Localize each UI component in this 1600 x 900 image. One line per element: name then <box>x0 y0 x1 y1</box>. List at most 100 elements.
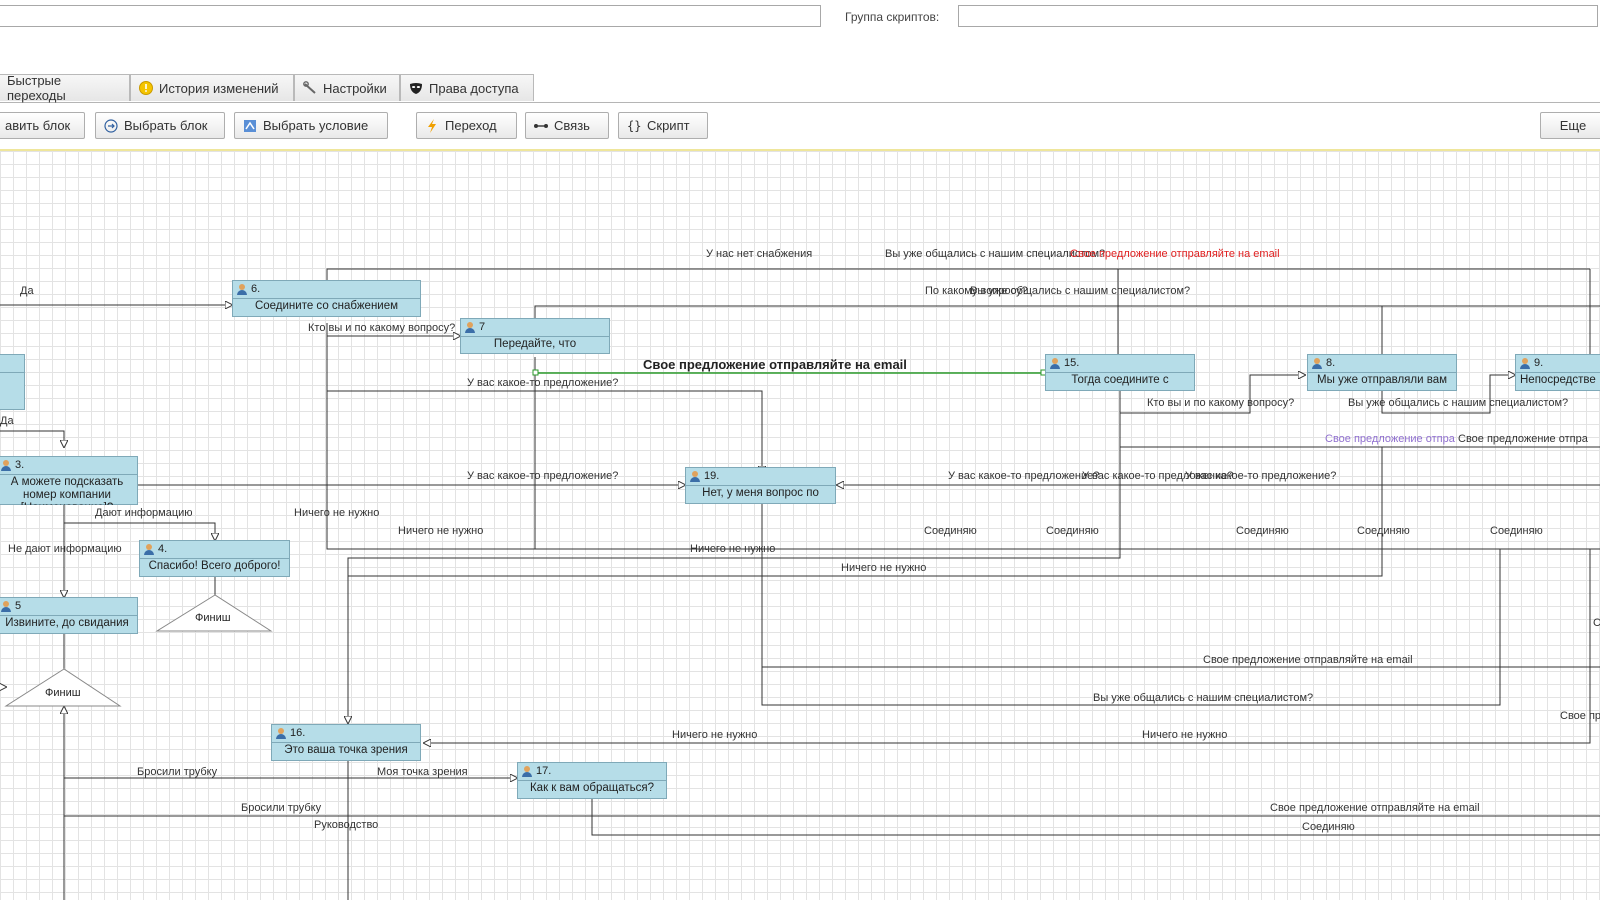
script-name-input[interactable] <box>0 5 821 27</box>
wrench-icon <box>303 81 317 95</box>
edge-label: Вы уже общались с нашим специалистом? <box>1093 692 1314 704</box>
edge-label: С <box>1593 617 1600 629</box>
link-icon <box>534 119 548 133</box>
block-17[interactable]: 17. Как к вам обращаться? <box>517 762 667 799</box>
block-4[interactable]: 4. Спасибо! Всего доброго! <box>139 540 290 577</box>
person-icon <box>1 459 11 471</box>
edge-label: Ничего не нужно <box>1142 729 1228 741</box>
tab-label: Быстрые переходы <box>7 73 66 103</box>
edge-label: Дают информацию <box>95 507 193 519</box>
block-16[interactable]: 16. Это ваша точка зрения <box>271 724 421 761</box>
finish-label-1: Финиш <box>195 612 231 624</box>
block-5[interactable]: 5 Извините, до свидания <box>0 597 138 634</box>
edge-label: Вы уже общались с нашим специалистом? <box>885 248 1106 260</box>
block-left-stub[interactable] <box>0 354 25 410</box>
select-block-label: Выбрать блок <box>124 118 208 133</box>
link-button[interactable]: Связь <box>525 112 609 139</box>
edge-label: Моя точка зрения <box>377 766 468 778</box>
add-block-button[interactable]: авить блок <box>0 112 85 139</box>
edge-label: Соединяю <box>1357 525 1410 537</box>
tab-label: Права доступа <box>429 80 519 96</box>
more-label: Еще <box>1559 118 1587 133</box>
tab-access-rights[interactable]: Права доступа <box>400 74 534 101</box>
link-label: Связь <box>554 118 590 133</box>
braces-icon: {} <box>627 118 642 133</box>
warning-icon <box>139 81 153 95</box>
transition-button[interactable]: Переход <box>416 112 517 139</box>
block-number: 9. <box>1534 357 1544 369</box>
block-text: Как к вам обращаться? <box>529 782 655 794</box>
script-label: Скрипт <box>647 118 690 133</box>
edge-label: Бросили трубку <box>137 766 218 778</box>
select-condition-button[interactable]: Выбрать условие <box>234 112 388 139</box>
edge-label: Соединяю <box>1490 525 1543 537</box>
edge-label: Да <box>20 285 34 297</box>
person-icon <box>1050 357 1060 369</box>
block-text: Спасибо! Всего доброго! <box>148 560 281 572</box>
block-8[interactable]: 8. Мы уже отправляли вам <box>1307 354 1457 391</box>
edge-label: Свое предложение отправляйте на email <box>1203 654 1413 666</box>
person-icon <box>276 727 286 739</box>
tab-label: Настройки <box>323 80 387 96</box>
tab-change-history[interactable]: История изменений <box>130 74 294 101</box>
toolbar: авить блок Выбрать блок Выбрать условие … <box>0 103 1600 151</box>
block-6[interactable]: 6. Соедините со снабжением <box>232 280 421 317</box>
block-number: 4. <box>158 543 168 555</box>
tab-quick-transitions[interactable]: Быстрые переходы <box>0 73 130 103</box>
person-icon <box>1520 357 1530 369</box>
select-block-button[interactable]: Выбрать блок <box>95 112 225 139</box>
condition-icon <box>243 119 257 133</box>
block-number: 8. <box>1326 357 1336 369</box>
script-group-input[interactable] <box>958 5 1598 27</box>
edge-label: Кто вы и по какому вопросу? <box>1147 397 1295 409</box>
mask-icon <box>409 81 423 95</box>
edge-label: У вас какое-то предложение? <box>1082 470 1234 482</box>
edge-label: По какому вопросу? <box>925 285 1028 297</box>
block-number: 3. <box>15 459 25 471</box>
edge-label: Руководство <box>314 819 379 831</box>
block-text: Мы уже отправляли вам <box>1316 374 1448 386</box>
block-7[interactable]: 7 Передайте, что <box>460 318 610 354</box>
more-button[interactable]: Еще <box>1540 112 1600 139</box>
edge-label: Ничего не нужно <box>841 562 927 574</box>
block-text: Соедините со снабжением <box>254 300 399 312</box>
lightning-icon <box>425 118 439 133</box>
person-icon <box>237 283 247 295</box>
person-icon <box>1312 357 1322 369</box>
edge-label: Ничего не нужно <box>398 525 484 537</box>
tab-settings[interactable]: Настройки <box>294 74 400 101</box>
edge-label: Свое предложение отпра <box>1458 433 1588 445</box>
block-text: Непосредстве <box>1520 374 1596 386</box>
tab-bar: Быстрые переходы История изменений Настр… <box>0 73 1600 103</box>
block-text: А можете подсказать номер компании [Наим… <box>10 476 124 505</box>
person-icon <box>465 321 475 333</box>
transition-label: Переход <box>445 118 497 133</box>
select-condition-label: Выбрать условие <box>263 118 369 133</box>
block-number: 15. <box>1064 357 1080 369</box>
edge-label: Свое предложение отправляйте на email <box>1270 802 1480 814</box>
block-19[interactable]: 19. Нет, у меня вопрос по <box>685 467 836 504</box>
block-number: 17. <box>536 765 552 777</box>
edge-label: Соединяю <box>1236 525 1289 537</box>
script-diagram-canvas[interactable]: 6. Соедините со снабжением 7 Передайте, … <box>0 151 1600 900</box>
block-text: Передайте, что <box>493 338 577 350</box>
edge-label: Ничего не нужно <box>672 729 758 741</box>
script-button[interactable]: {} Скрипт <box>618 112 708 139</box>
edge-label: Ничего не нужно <box>690 543 776 555</box>
block-number: 16. <box>290 727 306 739</box>
finish-label-2: Финиш <box>45 687 81 699</box>
block-9[interactable]: 9. Непосредстве <box>1515 354 1600 391</box>
edge-label: У вас какое-то предложение? <box>948 470 1100 482</box>
block-15[interactable]: 15. Тогда соедините с <box>1045 354 1195 391</box>
finish-shape-2 <box>4 668 122 707</box>
person-icon <box>690 470 700 482</box>
edge-label: Свое пр <box>1560 710 1600 722</box>
edge-label: У вас какое-то предложение? <box>467 377 619 389</box>
add-block-label: авить блок <box>5 118 71 133</box>
block-3[interactable]: 3. А можете подсказать номер компании [Н… <box>0 456 138 505</box>
edge-label: Свое предложение отпра <box>1325 433 1455 445</box>
header-bar: Группа скриптов: <box>0 0 1600 34</box>
edge-label: У вас какое-то предложение? <box>1185 470 1337 482</box>
edge-label: Свое предложение отправляйте на email <box>1070 248 1280 260</box>
block-text: Извините, до свидания <box>5 617 129 629</box>
